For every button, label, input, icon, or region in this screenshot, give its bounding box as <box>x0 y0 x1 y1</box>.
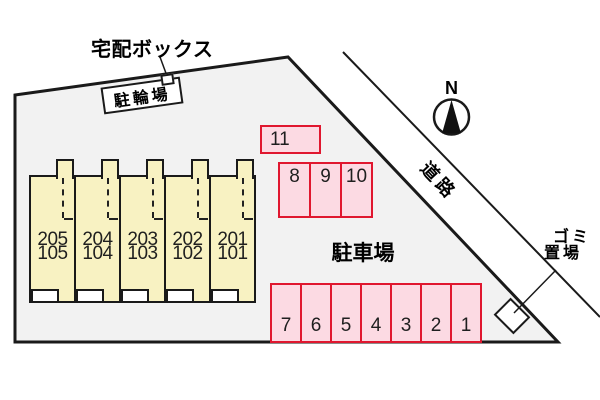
unit-entrance-tab <box>191 159 209 179</box>
unit-porch-notch <box>211 289 239 303</box>
unit-porch-notch <box>121 289 149 303</box>
compass-north-arrow-icon <box>442 100 461 134</box>
parking-stall-number: 2 <box>430 315 442 336</box>
parking-stall-number: 5 <box>340 315 352 336</box>
unit-dashed-line <box>64 218 73 220</box>
parking-stall-number: 8 <box>289 166 300 187</box>
unit-entrance-tab <box>146 159 164 179</box>
compass-north-label: N <box>445 78 458 98</box>
unit-entrance-tab <box>56 159 74 179</box>
unit-body <box>209 175 256 303</box>
parking-stall-number: 3 <box>400 315 412 336</box>
unit-dashed-line <box>154 218 163 220</box>
unit-number-upper: 203 <box>127 229 158 250</box>
unit-porch-notch <box>76 289 104 303</box>
parking-stall: 8 <box>278 162 311 218</box>
parking-stall: 5 <box>330 283 362 343</box>
unit-porch-notch <box>166 289 194 303</box>
parking-stall: 11 <box>260 125 321 154</box>
unit-number-lower: 101 <box>217 242 248 264</box>
parking-stall-number: 11 <box>270 129 290 150</box>
parking-stall-number: 1 <box>460 315 472 336</box>
unit-number-lower: 105 <box>37 242 68 264</box>
parking-stall: 7 <box>270 283 302 343</box>
unit-number-upper: 205 <box>37 229 68 250</box>
unit-dashed-line <box>152 178 154 218</box>
delivery-box-label: 宅配ボックス <box>91 39 214 61</box>
parking-stall: 9 <box>309 162 342 218</box>
delivery-leader-line <box>159 56 168 77</box>
parking-stall-number: 10 <box>345 166 368 187</box>
parking-stall-number: 7 <box>280 315 292 336</box>
parking-stall: 1 <box>450 283 482 343</box>
parking-stall-number: 9 <box>320 166 331 187</box>
parking-stall: 6 <box>300 283 332 343</box>
unit-number-lower: 103 <box>127 242 158 264</box>
parking-lot-label: 駐車場 <box>331 242 395 265</box>
parking-stall: 2 <box>420 283 452 343</box>
garbage-area-label: ゴミ 置場 <box>544 230 591 262</box>
parking-stall-number: 6 <box>310 315 322 336</box>
unit-dashed-line <box>199 218 208 220</box>
unit-porch-notch <box>31 289 59 303</box>
garbage-label-line2: 置場 <box>544 245 583 262</box>
garbage-area-shape <box>493 297 531 335</box>
garbage-leader-line <box>513 269 557 314</box>
unit-number-lower: 102 <box>172 242 203 264</box>
unit-entrance-tab <box>101 159 119 179</box>
parking-stall-number: 4 <box>370 315 382 336</box>
unit-number-upper: 201 <box>217 229 248 250</box>
parking-stall: 4 <box>360 283 392 343</box>
unit-number-lower: 104 <box>82 242 113 264</box>
delivery-box-shape <box>160 73 175 86</box>
parking-stall: 3 <box>390 283 422 343</box>
garbage-label-line1: ゴミ <box>553 229 592 246</box>
unit-number-upper: 204 <box>82 229 113 250</box>
unit-dashed-line <box>62 178 64 218</box>
unit-dashed-line <box>197 178 199 218</box>
unit-entrance-tab <box>236 159 254 179</box>
road-edge-line <box>342 51 600 318</box>
unit-body <box>74 175 121 303</box>
unit-dashed-line <box>242 178 244 218</box>
unit-dashed-line <box>244 218 253 220</box>
unit-dashed-line <box>107 178 109 218</box>
unit-dashed-line <box>109 218 118 220</box>
parking-stall: 10 <box>340 162 373 218</box>
unit-number-upper: 202 <box>172 229 203 250</box>
